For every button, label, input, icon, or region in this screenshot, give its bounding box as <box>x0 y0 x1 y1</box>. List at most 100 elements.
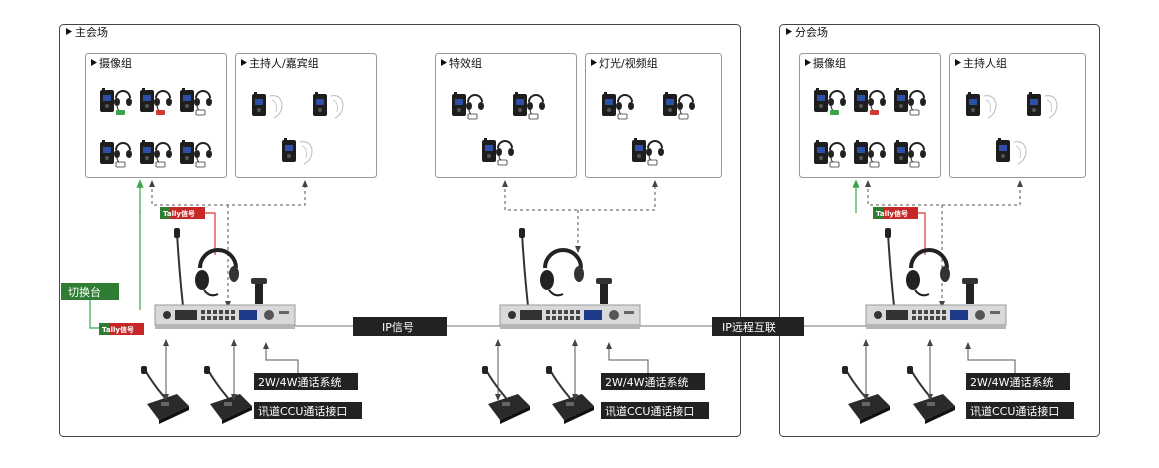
tally-light-icon <box>870 110 879 115</box>
group-marker-icon <box>441 59 447 66</box>
lavalier-headset-icon <box>1044 95 1058 119</box>
beltpack-icon <box>100 140 132 168</box>
branch-site-title: 分会场 <box>795 25 828 39</box>
tally-light-icon <box>678 113 689 120</box>
beltpack-icon <box>452 92 484 120</box>
headset-icon <box>616 94 634 117</box>
group-marker-icon <box>241 59 247 66</box>
main-site-box <box>59 24 741 437</box>
desktop-mic-station-icon <box>204 366 252 424</box>
beltpack-icon <box>894 140 926 168</box>
tally-tag: Tally信号 <box>160 207 205 219</box>
lavalier-headset-icon <box>299 141 313 165</box>
tally-light-icon <box>830 110 839 115</box>
beltpack-icon <box>482 138 514 166</box>
group-effects-title: 特效组 <box>449 56 482 70</box>
group-light-video: 灯光/视频组 <box>585 53 722 178</box>
two-four-wire-text: 2W/4W通话系统 <box>258 376 341 389</box>
desktop-mic-station-icon <box>141 366 189 424</box>
group-host-branch: 主持人组 <box>949 53 1086 178</box>
beltpack-icon <box>180 140 212 168</box>
headset-icon <box>466 94 484 117</box>
ccu-text: 讯道CCU通话接口 <box>258 404 347 418</box>
beltpack-icon <box>814 140 846 168</box>
beltpack-icon <box>854 140 886 168</box>
dashed-link <box>149 180 308 206</box>
dashed-link <box>865 180 1023 206</box>
tally-tag-text: Tally信号 <box>102 325 134 334</box>
group-marker-icon <box>91 59 97 66</box>
desktop-mic-station-icon <box>907 366 955 424</box>
beltpack-icon <box>282 138 313 165</box>
intercom-base-station-icon <box>865 228 1007 329</box>
headset-icon <box>154 90 172 113</box>
beltpack-icon <box>140 88 172 115</box>
beltpack-icon <box>632 138 664 166</box>
beltpack-icon <box>894 88 926 116</box>
group-camera-title: 摄像组 <box>99 56 132 70</box>
tally-tag: Tally信号 <box>873 207 918 219</box>
branch-site-box <box>779 24 1100 437</box>
group-camera-branch-title: 摄像组 <box>813 56 846 70</box>
wireless-links <box>149 180 1023 308</box>
beltpack-icon <box>996 138 1027 165</box>
switcher-link <box>89 297 100 329</box>
wired-link <box>965 342 1016 374</box>
ip-remote-text: IP远程互联 <box>722 321 776 334</box>
tally-light-icon <box>156 110 165 115</box>
desktop-mic-station-icon <box>546 366 594 424</box>
tally-light-icon <box>869 161 880 168</box>
beltpack-icon <box>100 88 132 115</box>
intercom-base-station-icon <box>154 228 296 329</box>
tally-light-icon <box>497 159 508 166</box>
group-host-guest: 主持人/嘉宾组 <box>235 53 377 178</box>
group-marker-icon <box>955 59 961 66</box>
tally-tag-text: Tally信号 <box>876 209 908 218</box>
group-marker-icon <box>805 59 811 66</box>
beltpack-icon <box>1027 92 1058 119</box>
main-site-title: 主会场 <box>75 25 108 39</box>
tally-light-icon <box>528 113 539 120</box>
headset-icon <box>194 90 212 113</box>
tally-light-icon <box>195 109 206 116</box>
headset-icon <box>908 90 926 113</box>
tally-light-icon <box>116 110 125 115</box>
dashed-link <box>502 180 658 211</box>
ccu-label: 讯道CCU通话接口 <box>966 402 1074 419</box>
main-site-marker-icon <box>66 28 72 35</box>
lavalier-headset-icon <box>269 95 283 119</box>
ccu-text: 讯道CCU通话接口 <box>605 404 694 418</box>
tally-light-icon <box>909 161 920 168</box>
switcher-label-text: 切换台 <box>68 285 101 299</box>
ccu-label: 讯道CCU通话接口 <box>254 402 362 419</box>
beltpack-icon <box>252 92 283 119</box>
beltpack-icon <box>966 92 997 119</box>
tally-light-icon <box>155 161 166 168</box>
two-four-wire-text: 2W/4W通话系统 <box>605 376 688 389</box>
beltpack-icon <box>602 92 634 120</box>
tally-light-icon <box>617 113 628 120</box>
intercom-base-station-icon <box>499 228 641 329</box>
lavalier-headset-icon <box>330 95 344 119</box>
two-four-wire-label: 2W/4W通话系统 <box>966 373 1070 390</box>
wired-links <box>163 339 1016 401</box>
desktop-mic-station-icon <box>482 366 530 424</box>
headset-icon <box>828 90 846 113</box>
group-effects: 特效组 <box>435 53 577 178</box>
ccu-label: 讯道CCU通话接口 <box>601 402 709 419</box>
tally-tag: Tally信号 <box>99 323 144 335</box>
branch-site-marker-icon <box>786 28 792 35</box>
beltpack-icon <box>663 92 695 120</box>
wired-link <box>606 342 649 374</box>
lavalier-headset-icon <box>1013 141 1027 165</box>
beltpack-icon <box>854 88 886 115</box>
beltpack-icon <box>814 88 846 115</box>
two-four-wire-label: 2W/4W通话系统 <box>254 373 358 390</box>
group-marker-icon <box>591 59 597 66</box>
ccu-text: 讯道CCU通话接口 <box>970 404 1059 418</box>
group-host-guest-title: 主持人/嘉宾组 <box>249 56 319 70</box>
switcher-label: 切换台 <box>61 283 119 300</box>
lavalier-headset-icon <box>983 95 997 119</box>
